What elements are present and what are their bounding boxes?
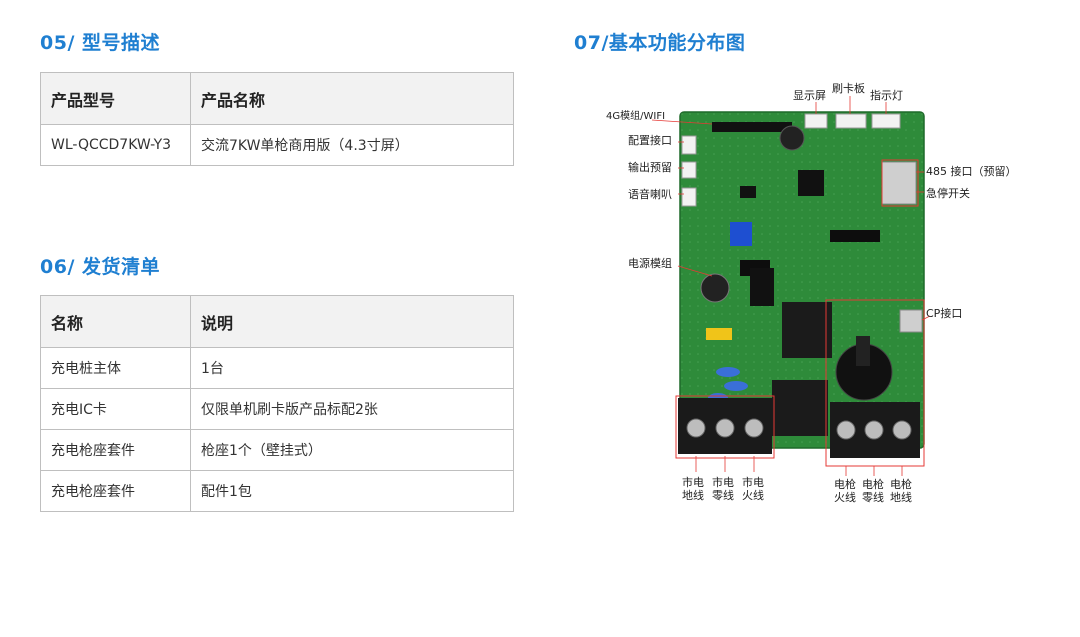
label-cp-port: CP接口 [926, 307, 963, 320]
header-product-name: 产品名称 [190, 72, 514, 125]
header-model: 产品型号 [40, 72, 191, 125]
shipping-list-table: 名称 说明 充电桩主体 1台 充电IC卡 仅限单机刷卡版产品标配2张 充电枪座套… [40, 295, 514, 512]
pcb-board-image [651, 96, 931, 476]
label-estop: 急停开关 [926, 187, 970, 200]
header-name: 名称 [40, 295, 191, 348]
label-indicator: 指示灯 [870, 89, 903, 102]
label-output-reserve: 输出预留 [628, 161, 672, 174]
model-table: 产品型号 产品名称 WL-QCCD7KW-Y3 交流7KW单枪商用版（4.3寸屏… [40, 72, 514, 166]
label-mains-ground: 市电 地线 [682, 476, 704, 502]
cell-description: 1台 [190, 347, 514, 389]
table-row: 充电IC卡 仅限单机刷卡版产品标配2张 [40, 388, 514, 430]
cell-description: 仅限单机刷卡版产品标配2张 [190, 388, 514, 430]
table-row: 充电枪座套件 配件1包 [40, 470, 514, 512]
cell-name: 充电桩主体 [40, 347, 191, 389]
label-power-module: 电源模组 [628, 257, 672, 270]
label-config-port: 配置接口 [628, 134, 672, 147]
cell-name: 充电IC卡 [40, 388, 191, 430]
cell-description: 配件1包 [190, 470, 514, 512]
cell-description: 枪座1个（壁挂式） [190, 429, 514, 471]
label-display: 显示屏 [793, 89, 826, 102]
section-07-title: 07/基本功能分布图 [574, 32, 746, 54]
label-gun-live: 电枪 火线 [834, 478, 856, 504]
cell-name: 充电枪座套件 [40, 470, 191, 512]
cell-product-name: 交流7KW单枪商用版（4.3寸屏） [190, 124, 514, 166]
label-card-board: 刷卡板 [832, 82, 865, 95]
section-05-title: 05/ 型号描述 [40, 32, 160, 54]
table-row: 充电桩主体 1台 [40, 347, 514, 389]
cell-name: 充电枪座套件 [40, 429, 191, 471]
label-4g-module: 4G模组/WIFI [606, 111, 666, 122]
label-gun-ground: 电枪 地线 [890, 478, 912, 504]
cell-model: WL-QCCD7KW-Y3 [40, 124, 191, 166]
table-row: WL-QCCD7KW-Y3 交流7KW单枪商用版（4.3寸屏） [40, 124, 514, 166]
label-rs485: 485 接口（预留） [926, 165, 1017, 178]
label-gun-neutral: 电枪 零线 [862, 478, 884, 504]
section-06-title: 06/ 发货清单 [40, 256, 160, 278]
table-row: 充电枪座套件 枪座1个（壁挂式） [40, 429, 514, 471]
header-description: 说明 [190, 295, 514, 348]
label-mains-live: 市电 火线 [742, 476, 764, 502]
label-speaker: 语音喇叭 [628, 188, 672, 201]
label-mains-neutral: 市电 零线 [712, 476, 734, 502]
